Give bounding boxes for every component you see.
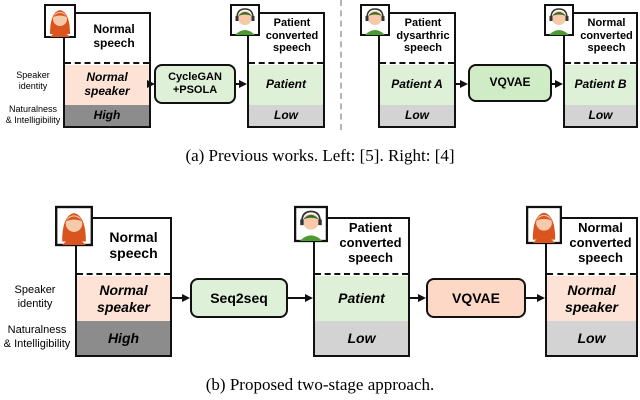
identity-zone: Normal speaker: [65, 65, 149, 105]
quality-zone: Low: [565, 105, 636, 126]
cyclegan-psola-model: CycleGAN +PSOLA: [154, 64, 236, 104]
quality-zone: High: [65, 105, 149, 126]
divider: [547, 273, 636, 275]
identity-zone: Patient: [315, 276, 408, 321]
identity-zone: Patient A: [380, 65, 454, 105]
identity-zone: Patient: [249, 65, 323, 105]
identity-zone: Patient B: [565, 65, 636, 105]
divider: [380, 62, 454, 64]
naturalness-intelligibility-label: Naturalness & Intelligibility: [3, 324, 71, 350]
quality-zone: High: [77, 321, 170, 355]
card-title: Patient dysarthric speech: [396, 17, 450, 55]
naturalness-intelligibility-label: Naturalness & Intelligibility: [5, 104, 61, 126]
quality-zone: Low: [547, 321, 636, 355]
female-avatar-icon: [526, 205, 562, 245]
panel-separator: [340, 0, 342, 130]
caption-a: (a) Previous works. Left: [5]. Right: [4…: [185, 146, 455, 165]
divider: [77, 273, 170, 275]
card-title: Normal speech: [109, 229, 158, 262]
bottom-source-card: Normal speech Normal speaker High: [75, 217, 172, 357]
card-title: Patient converted speech: [265, 17, 319, 55]
speaker-identity-label: Speaker identity: [16, 70, 50, 92]
speaker-identity-label: Speaker identity: [14, 284, 56, 310]
divider: [249, 62, 323, 64]
divider: [65, 62, 149, 64]
male-headset-avatar-icon: [544, 4, 574, 36]
quality-zone: Low: [315, 321, 408, 355]
vqvae-model: VQVAE: [468, 64, 552, 102]
seq2seq-model: Seq2seq: [190, 278, 288, 318]
top-left-target-card: Patient converted speech Patient Low: [247, 12, 325, 128]
male-headset-avatar-icon: [230, 4, 260, 36]
divider: [565, 62, 636, 64]
male-headset-avatar-icon: [294, 205, 328, 243]
vqvae-model: VQVAE: [426, 278, 526, 318]
card-title: Normal speech: [93, 22, 135, 50]
card-title: Normal converted speech: [569, 220, 632, 265]
top-left-source-card: Normal speech Normal speaker High: [63, 12, 151, 128]
caption-b: (b) Proposed two-stage approach.: [205, 375, 435, 394]
quality-zone: Low: [249, 105, 323, 126]
female-avatar-icon: [55, 205, 93, 247]
card-title: Normal converted speech: [580, 17, 633, 55]
female-avatar-icon: [44, 4, 76, 38]
identity-zone: Normal speaker: [77, 276, 170, 321]
identity-zone: Normal speaker: [547, 276, 636, 321]
top-right-target-card: Normal converted speech Patient B Low: [563, 12, 638, 128]
divider: [315, 273, 408, 275]
card-title: Patient converted speech: [339, 220, 402, 265]
quality-zone: Low: [380, 105, 454, 126]
male-headset-avatar-icon: [360, 4, 390, 36]
bottom-middle-card: Patient converted speech Patient Low: [313, 217, 410, 357]
top-right-source-card: Patient dysarthric speech Patient A Low: [378, 12, 456, 128]
